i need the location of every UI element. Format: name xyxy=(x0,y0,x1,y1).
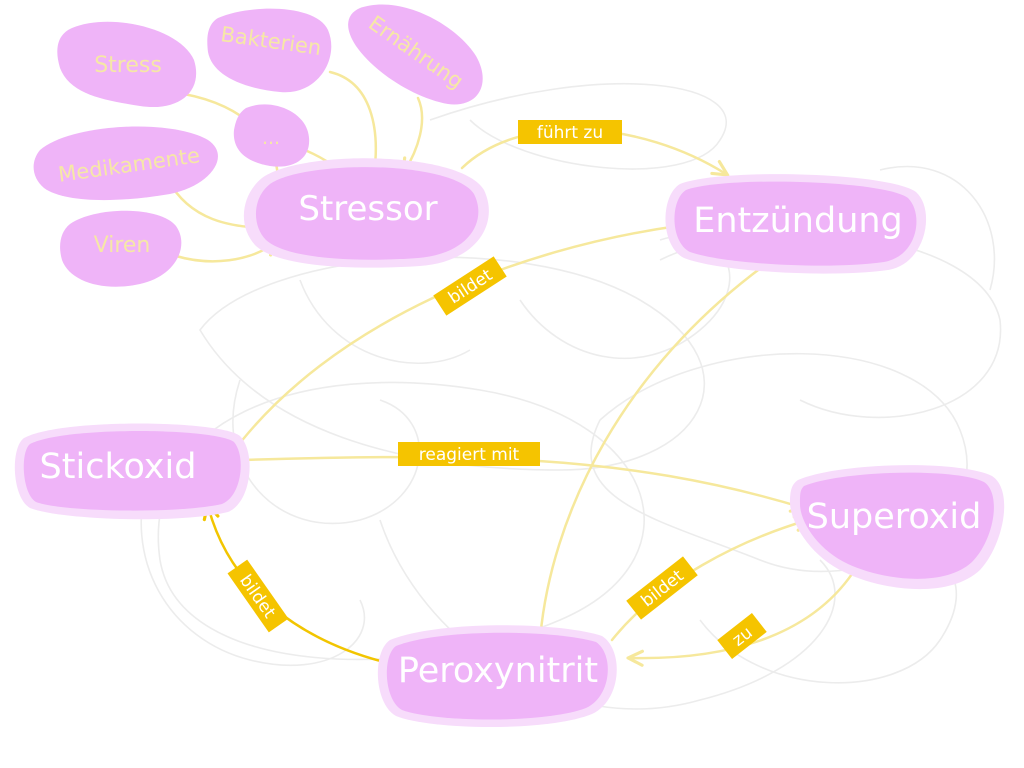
cause-viren-blob xyxy=(60,210,182,287)
edge-entzuendung-stickoxid xyxy=(230,224,680,456)
edge-peroxynitrit-entzuendung xyxy=(538,246,792,642)
cause-ellipsis-blob xyxy=(233,104,310,167)
label-bildet-stickoxid: bildet xyxy=(227,559,289,633)
label-fuehrt-zu: führt zu xyxy=(518,120,622,144)
label-zu: zu xyxy=(717,612,767,660)
main-nodes: Stressor Entzündung Stickoxid Superoxid … xyxy=(14,158,1005,727)
superoxid-node xyxy=(800,472,994,579)
edge-peroxynitrit-superoxid xyxy=(610,520,808,642)
stickoxid-label: Stickoxid xyxy=(40,447,197,487)
stressor-label: Stressor xyxy=(298,189,437,229)
peroxynitrit-node xyxy=(386,632,608,720)
stressor-node xyxy=(255,167,479,260)
cause-ellipsis-label: ... xyxy=(262,127,280,149)
cause-medikamente-blob xyxy=(33,126,218,201)
edge-superoxid-peroxynitrit xyxy=(630,566,858,658)
label-bildet-superoxid: bildet xyxy=(626,556,698,620)
superoxid-label: Superoxid xyxy=(807,497,982,537)
label-bildet-entzuendung: bildet xyxy=(433,256,507,316)
entzuendung-label: Entzündung xyxy=(693,201,903,241)
label-reagiert-mit: reagiert mit xyxy=(398,442,540,466)
cause-viren-label: Viren xyxy=(94,233,151,258)
cause-ernaehrung-blob xyxy=(348,4,483,105)
stickoxid-node xyxy=(23,431,241,511)
entzuendung-node xyxy=(674,181,917,266)
cause-stress-blob xyxy=(57,21,197,108)
cause-bakterien-blob xyxy=(207,8,332,93)
cause-stress-label: Stress xyxy=(94,53,162,78)
label-reagiert-mit-text: reagiert mit xyxy=(419,445,520,465)
label-fuehrt-zu-text: führt zu xyxy=(537,123,603,143)
peroxynitrit-label: Peroxynitrit xyxy=(398,651,598,691)
